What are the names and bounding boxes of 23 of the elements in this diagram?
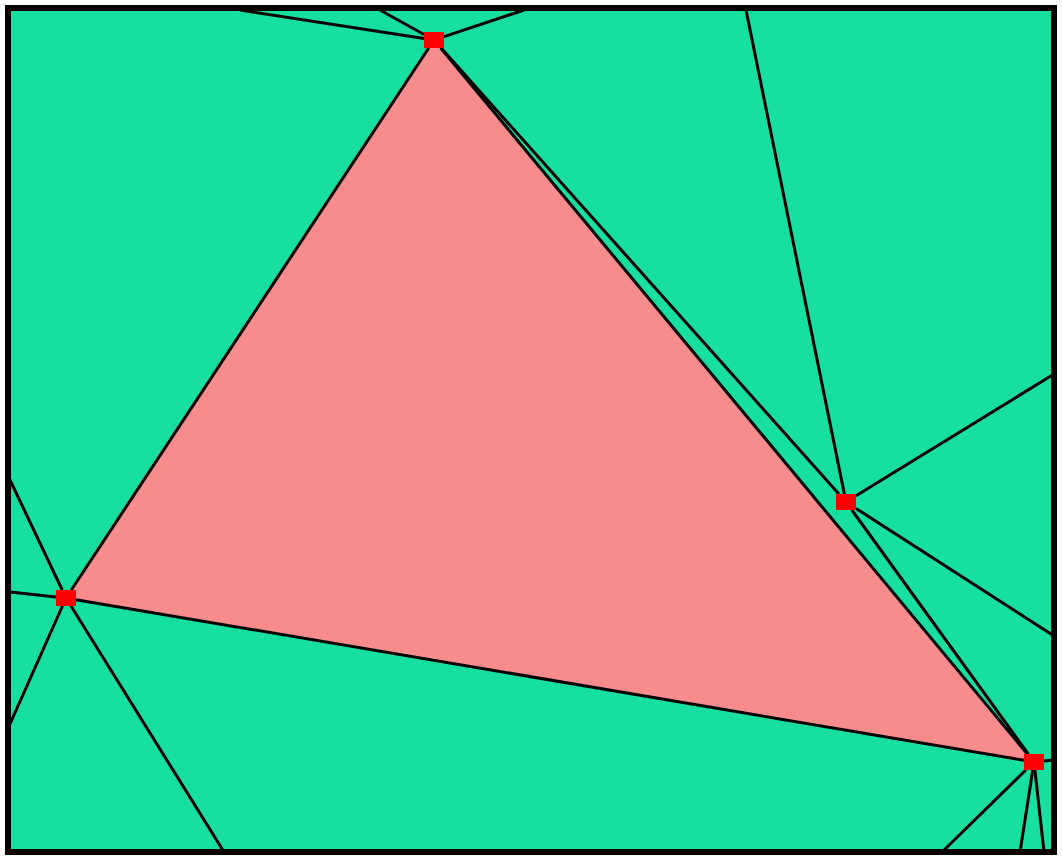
line bbox=[70, 47, 430, 591]
point-marker bbox=[56, 590, 76, 606]
line bbox=[8, 605, 64, 725]
line bbox=[9, 590, 57, 599]
point-marker bbox=[836, 494, 856, 510]
line bbox=[443, 8, 525, 39]
line bbox=[1018, 769, 1035, 853]
line bbox=[75, 598, 1025, 762]
line bbox=[855, 372, 1055, 498]
line bbox=[850, 509, 1030, 755]
line bbox=[8, 479, 64, 591]
line bbox=[744, 9, 846, 495]
line bbox=[239, 8, 425, 40]
line bbox=[855, 507, 1055, 638]
line bbox=[1033, 769, 1046, 853]
point-marker bbox=[1024, 754, 1044, 770]
line bbox=[440, 47, 840, 495]
line bbox=[1043, 758, 1055, 763]
line bbox=[940, 768, 1027, 854]
point-marker bbox=[424, 32, 444, 48]
line bbox=[379, 8, 425, 36]
line bbox=[69, 605, 226, 853]
line bbox=[439, 47, 1029, 755]
